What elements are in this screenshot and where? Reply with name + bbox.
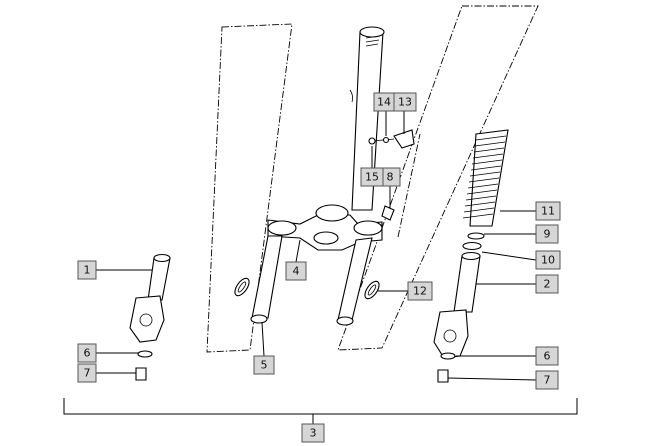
callout-13: 13 (393, 92, 417, 112)
callout-6a: 6 (77, 343, 97, 363)
callout-number: 7 (544, 374, 551, 387)
callout-box (360, 167, 384, 187)
leader-5 (261, 321, 265, 357)
callout-box (77, 260, 97, 280)
left-dust-seal-inner (237, 281, 247, 293)
left-stanchion (251, 235, 283, 319)
callout-box (301, 423, 325, 443)
callout-6b: 6 (535, 346, 559, 366)
leader-10 (481, 251, 537, 261)
callout-12: 12 (407, 281, 433, 301)
callout-box (285, 261, 307, 281)
callout-number: 3 (310, 427, 317, 440)
callout-number: 7 (84, 367, 91, 380)
screw-head (368, 137, 376, 145)
right-slider-top (461, 251, 481, 261)
callout-box (373, 92, 395, 112)
left-slider-top (153, 253, 171, 263)
right-clamp-top (353, 220, 383, 236)
callout-box (253, 355, 275, 375)
dashed-link-line (397, 133, 421, 238)
crown-collar (315, 204, 349, 222)
callout-box (535, 201, 561, 221)
callout-labels: 1 2 3 4 5 6 6 7 7 8 9 10 11 12 13 14 15 (77, 92, 561, 443)
callout-1: 1 (77, 260, 97, 280)
right-stanchion-end (336, 316, 354, 326)
right-dust-seal (364, 280, 380, 300)
callout-box (77, 363, 97, 383)
left-dust-seal (234, 277, 250, 297)
left-axle-hole (139, 313, 153, 327)
steering-thread (365, 35, 381, 47)
spring-seat-10 (462, 241, 482, 251)
leader-lines (96, 111, 537, 424)
callout-number: 11 (541, 205, 555, 218)
bolt-8 (381, 205, 395, 221)
callout-number: 1 (84, 264, 91, 277)
callout-box (535, 224, 559, 244)
callout-number: 12 (413, 285, 427, 298)
callout-box (77, 343, 97, 363)
bracket (393, 129, 415, 149)
bracket-and-screws (368, 129, 415, 221)
steering-column-assembly (250, 26, 385, 326)
left-washer (137, 350, 153, 358)
right-axle-bracket (433, 309, 469, 359)
callout-number: 8 (387, 171, 394, 184)
callout-15: 15 (360, 167, 384, 187)
right-stanchion (337, 237, 373, 321)
callout-number: 6 (84, 347, 91, 360)
spring-seat-9 (467, 232, 485, 240)
callout-number: 4 (293, 265, 300, 278)
callout-5: 5 (253, 355, 275, 375)
left-stanchion-end (250, 314, 268, 324)
callout-9: 9 (535, 224, 559, 244)
assembly-bracket-3 (63, 398, 578, 415)
dust-seals (234, 277, 380, 300)
right-axle-hole (443, 329, 457, 343)
left-dashed-plane (206, 23, 293, 353)
callout-number: 6 (544, 350, 551, 363)
callout-3: 3 (301, 423, 325, 443)
leader-7b (447, 377, 537, 381)
steering-tube-detail (349, 89, 354, 103)
right-dust-seal-inner (367, 284, 377, 296)
crown-bore (313, 231, 339, 245)
callout-box (535, 274, 559, 294)
callout-number: 10 (541, 254, 555, 267)
callout-box (535, 370, 559, 390)
callout-number: 9 (544, 228, 551, 241)
right-fork-leg (433, 129, 509, 383)
left-fork-leg (129, 253, 171, 381)
callout-number: 5 (261, 359, 268, 372)
washer (382, 136, 390, 144)
callout-4: 4 (285, 261, 307, 281)
spring (469, 129, 509, 227)
callout-number: 15 (365, 171, 379, 184)
callout-number: 2 (544, 278, 551, 291)
callout-14: 14 (373, 92, 395, 112)
callout-2: 2 (535, 274, 559, 294)
right-bolt (437, 369, 449, 383)
left-axle-bracket (129, 295, 165, 343)
steering-tube-top (359, 26, 385, 38)
callout-box (535, 250, 561, 270)
callout-7b: 7 (535, 370, 559, 390)
callout-box (535, 346, 559, 366)
callout-10: 10 (535, 250, 561, 270)
right-washer (440, 352, 456, 360)
callout-11: 11 (535, 201, 561, 221)
leader-4 (295, 239, 301, 263)
spring-coils (462, 135, 507, 219)
callout-number: 13 (398, 96, 412, 109)
callout-box (407, 281, 433, 301)
callout-number: 14 (377, 96, 391, 109)
callout-7a: 7 (77, 363, 97, 383)
left-clamp-top (267, 220, 297, 236)
left-slider-tube (147, 257, 171, 301)
left-bolt (135, 367, 147, 381)
